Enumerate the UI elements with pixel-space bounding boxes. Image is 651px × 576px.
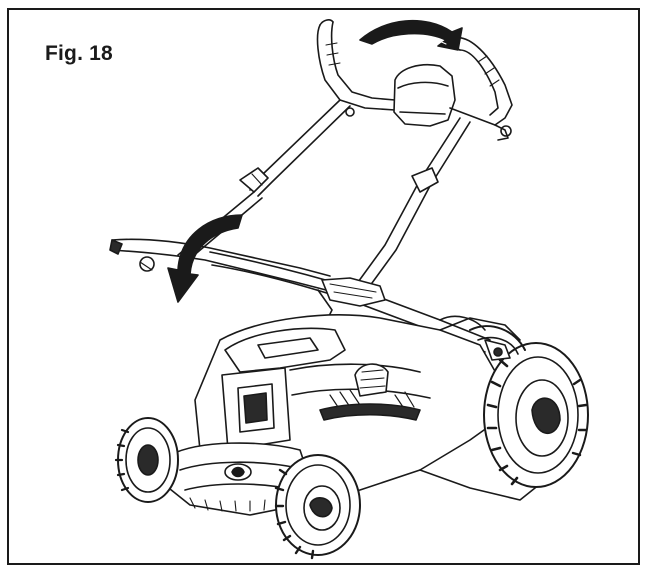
- handle-assembly: [109, 19, 513, 353]
- rear-left-wheel: [469, 325, 526, 355]
- rear-linkage: [439, 315, 511, 361]
- fold-arrow-icon: [359, 19, 463, 51]
- fold-arrow-icon: [167, 214, 243, 303]
- figure-label: Fig. 18: [45, 42, 113, 65]
- front-right-wheel: [274, 454, 361, 560]
- front-left-wheel: [114, 417, 179, 503]
- rear-right-wheel: [483, 342, 589, 488]
